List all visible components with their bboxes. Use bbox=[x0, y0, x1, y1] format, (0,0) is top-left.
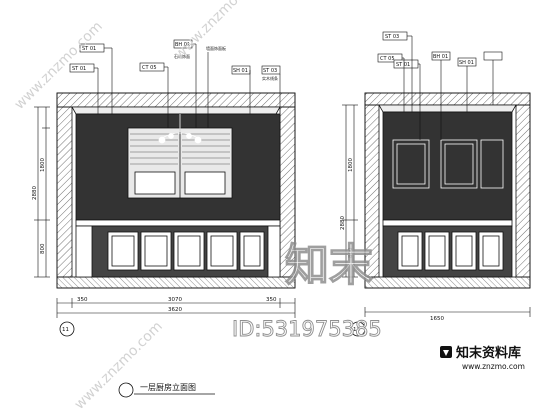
left-tag-st01-b: ST 01 bbox=[72, 66, 86, 72]
drawing-caption: 一层厨房立面图 bbox=[140, 382, 196, 392]
caption-bubble bbox=[118, 382, 134, 398]
left-horizontal-dimensions bbox=[56, 298, 296, 318]
right-ceiling-slab bbox=[364, 92, 531, 106]
left-note-3: 实木线条 bbox=[262, 75, 278, 81]
right-cabinet-doors bbox=[397, 231, 504, 271]
left-tag-st01-a: ST 01 bbox=[82, 46, 96, 52]
right-dim-total-h: 2880 bbox=[340, 216, 346, 230]
left-tag-bh01: BH 01 bbox=[175, 42, 190, 48]
left-cornice bbox=[71, 106, 281, 115]
left-note-2: 墙面饰面板 bbox=[206, 45, 226, 51]
left-wall-left bbox=[56, 106, 73, 278]
right-tag-bh01: BH 01 bbox=[433, 54, 448, 60]
left-dim-right-w: 350 bbox=[266, 297, 277, 303]
left-tag-sh01: SH 01 bbox=[233, 68, 248, 74]
right-upper-cabinet bbox=[382, 111, 513, 221]
right-wall-right bbox=[515, 104, 531, 278]
right-dim-upper-h: 1800 bbox=[348, 158, 354, 172]
left-floor-slab bbox=[56, 276, 296, 289]
left-dim-left-w: 350 bbox=[77, 297, 88, 303]
left-dim-upper-h: 1800 bbox=[40, 158, 46, 172]
right-upper-doors bbox=[392, 139, 504, 189]
left-grid-bubble-label: 11 bbox=[62, 327, 69, 333]
right-dim-lower-h: 800 bbox=[348, 247, 354, 258]
left-ceiling-slab bbox=[56, 92, 296, 108]
right-elevation bbox=[364, 92, 531, 289]
right-tag-sh01: SH 01 bbox=[459, 60, 474, 66]
left-window-blinds bbox=[130, 133, 230, 165]
watermark-id: ID:531975385 bbox=[232, 317, 382, 341]
right-cornice bbox=[378, 104, 517, 113]
left-dim-mid-w: 3070 bbox=[168, 297, 182, 303]
right-tag-st01: ST 01 bbox=[396, 62, 410, 68]
left-dim-total-w: 3620 bbox=[168, 307, 182, 313]
brand-name: 知末资料库 bbox=[456, 345, 521, 361]
left-cabinet-doors bbox=[107, 231, 265, 271]
right-grid-bubble bbox=[350, 321, 366, 337]
right-tag-ct05: CT 05 bbox=[380, 56, 395, 62]
watermark-logo-text: 知末 bbox=[285, 240, 373, 291]
right-countertop bbox=[382, 219, 513, 227]
left-dim-total-h: 2880 bbox=[32, 186, 38, 200]
watermark-diagonal-3: www.znzmo.com bbox=[72, 318, 166, 412]
brand-url: www.znzmo.com bbox=[462, 362, 525, 371]
left-vertical-dimensions bbox=[34, 106, 50, 278]
right-material-tags bbox=[377, 31, 503, 140]
left-tag-st03: ST 03 bbox=[263, 68, 277, 74]
right-grid-bubble-label: 12 bbox=[353, 327, 360, 333]
left-grid-bubble bbox=[59, 321, 75, 337]
left-note-1: 石材饰面 bbox=[174, 53, 190, 59]
watermark-diagonal-2: www.znzmo.com bbox=[172, 0, 266, 63]
brand-logo-icon bbox=[440, 346, 452, 358]
left-tag-ct05: CT 05 bbox=[142, 65, 157, 71]
left-dim-lower-h: 800 bbox=[40, 243, 46, 254]
left-material-tags bbox=[69, 39, 281, 128]
left-elevation bbox=[56, 92, 296, 289]
left-chandelier-icon bbox=[158, 114, 202, 144]
right-tag-st03: ST 03 bbox=[385, 34, 399, 40]
right-dim-bottom-w: 1650 bbox=[430, 316, 444, 322]
right-horizontal-dimensions bbox=[364, 307, 531, 317]
right-floor-slab bbox=[364, 276, 531, 289]
left-countertop bbox=[75, 219, 281, 227]
right-vertical-dimensions bbox=[342, 104, 358, 278]
